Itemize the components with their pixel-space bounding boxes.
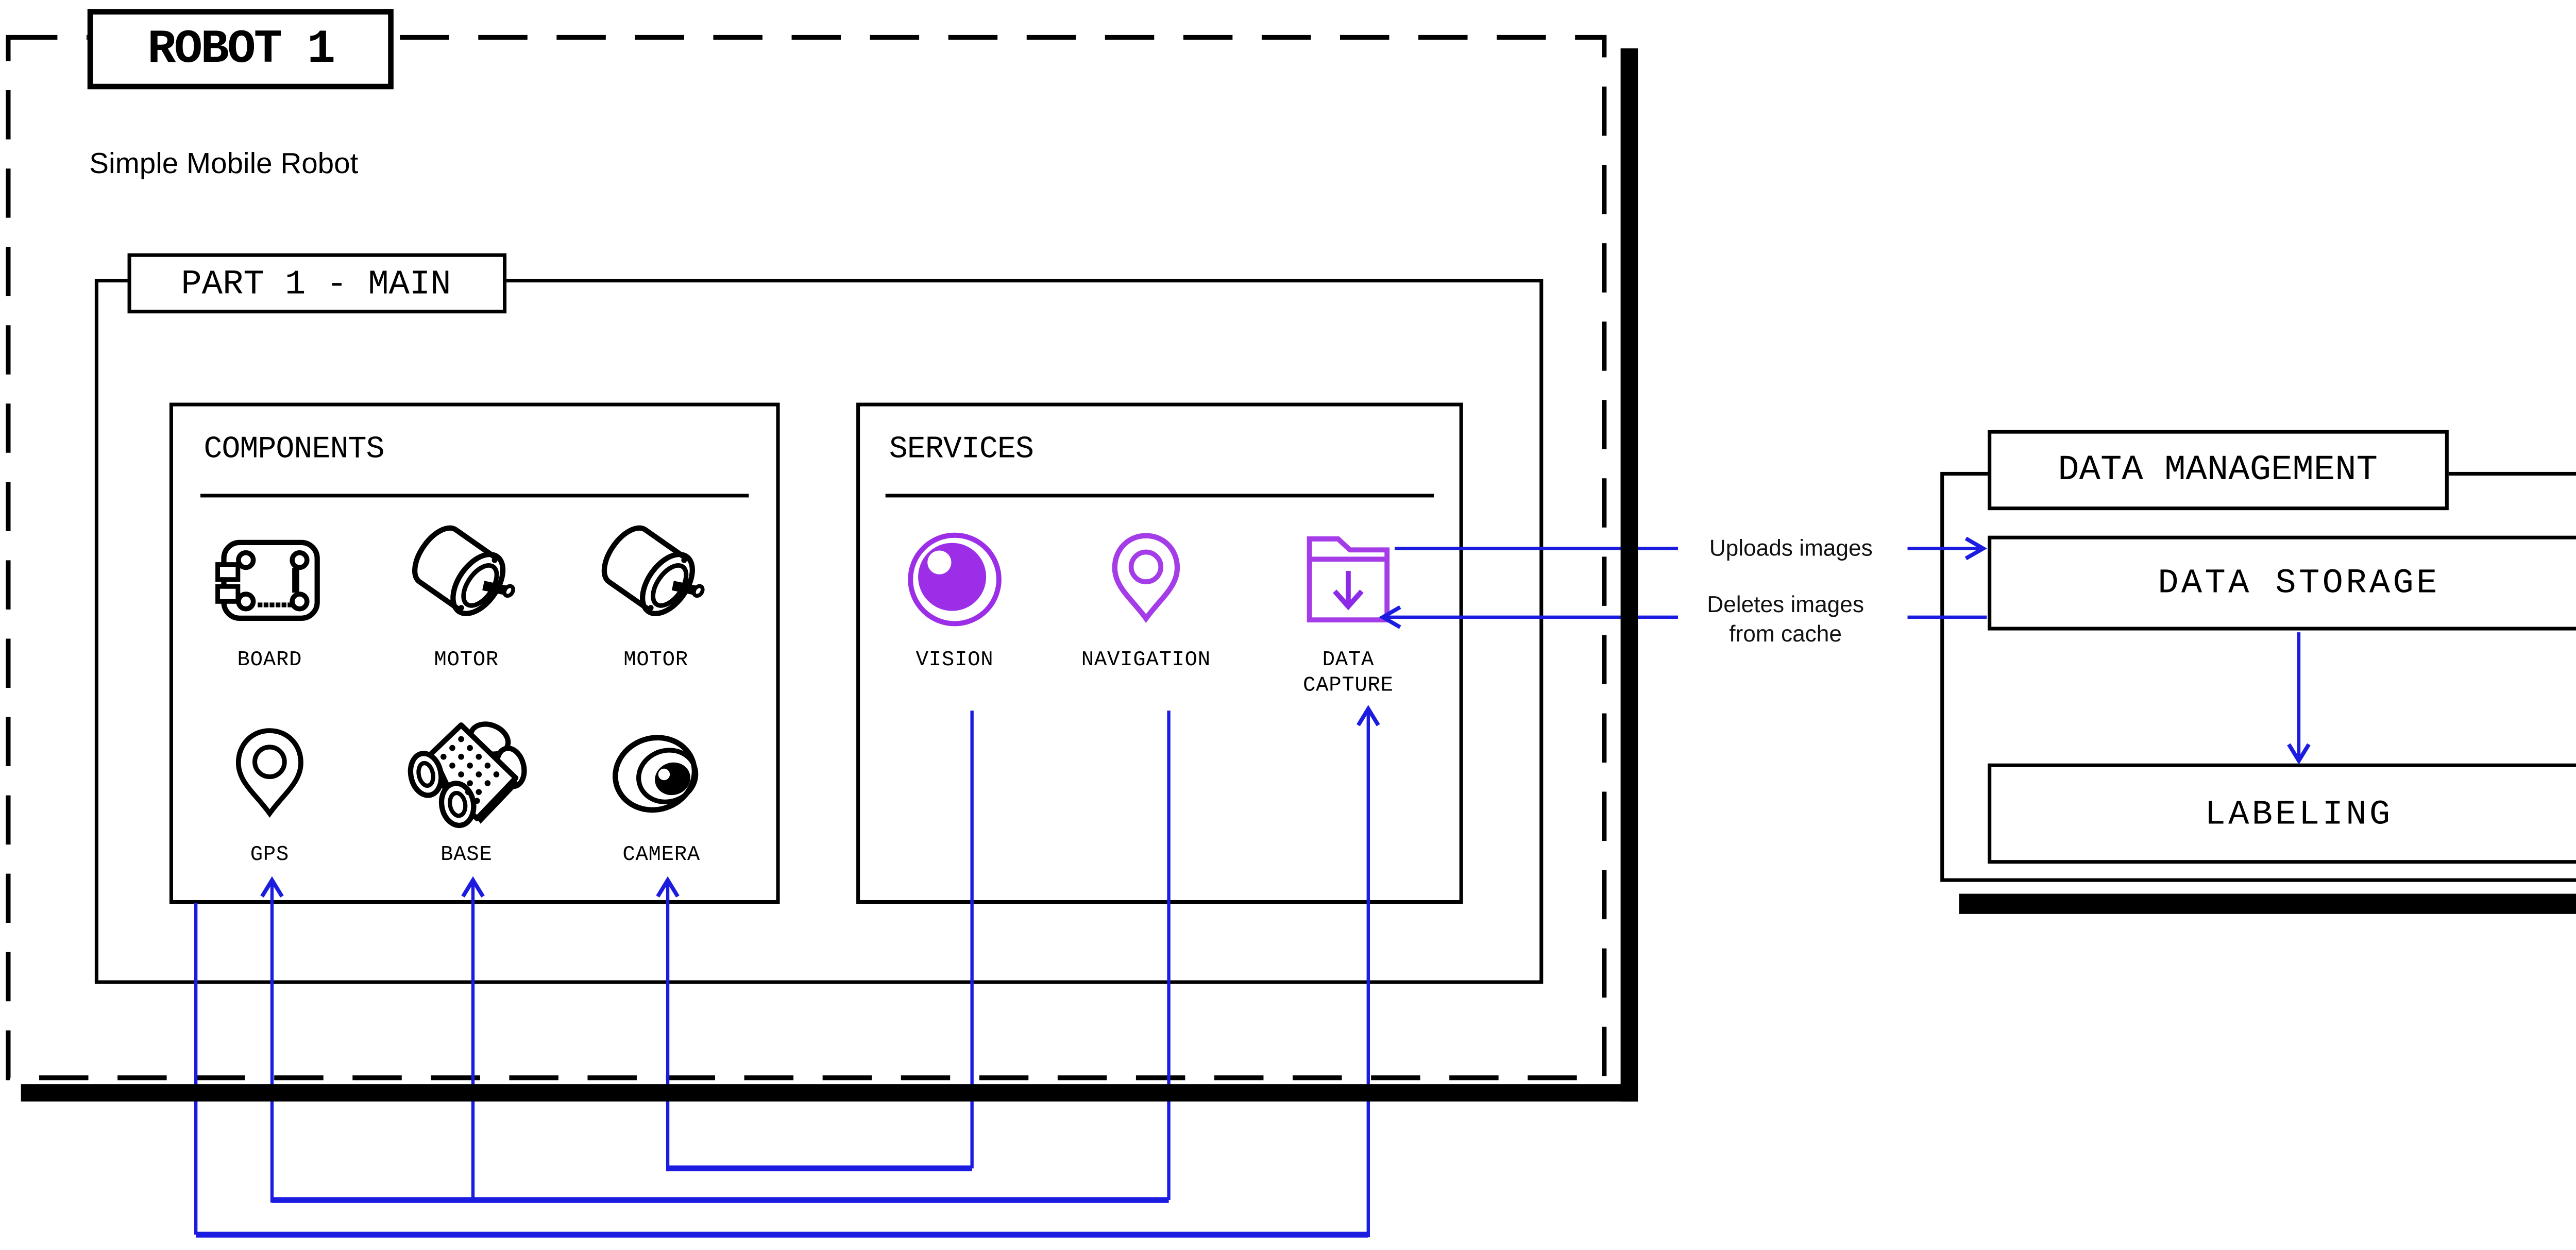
component-item-camera: CAMERA bbox=[561, 711, 761, 900]
deletes-label-line1: Deletes images bbox=[1707, 592, 1864, 618]
data-storage-label: DATA STORAGE bbox=[2158, 562, 2440, 603]
robot-subtitle: Simple Mobile Robot bbox=[89, 149, 359, 181]
service-item-data-capture: DATA CAPTURE bbox=[1248, 516, 1448, 705]
components-title: COMPONENTS bbox=[204, 433, 384, 468]
services-title-rule bbox=[885, 493, 1434, 498]
navigation-pin-icon bbox=[1046, 516, 1246, 644]
motor-icon bbox=[366, 516, 567, 644]
component-item-board: BOARD bbox=[170, 516, 370, 705]
rover-base-icon bbox=[366, 711, 567, 838]
robot-shadow-bottom bbox=[21, 1084, 1638, 1102]
service-label: VISION bbox=[916, 648, 994, 672]
robot-title: ROBOT 1 bbox=[147, 21, 335, 76]
uploads-label: Uploads images bbox=[1709, 534, 1873, 561]
component-item-gps: GPS bbox=[170, 711, 370, 900]
deletes-label: Deletes images from cache bbox=[1662, 592, 1909, 649]
services-title: SERVICES bbox=[889, 433, 1034, 468]
robot-title-tag: ROBOT 1 bbox=[87, 8, 394, 89]
component-label: CAMERA bbox=[622, 843, 701, 868]
robot-shadow-right bbox=[1620, 48, 1638, 1102]
service-item-navigation: NAVIGATION bbox=[1046, 516, 1246, 705]
component-label: BOARD bbox=[237, 648, 302, 672]
data-management-tag: DATA MANAGEMENT bbox=[1987, 429, 2449, 510]
board-icon bbox=[170, 516, 370, 644]
component-item-base: BASE bbox=[366, 711, 567, 900]
vision-eye-icon bbox=[855, 516, 1055, 644]
motor-icon bbox=[556, 516, 756, 644]
data-management-title: DATA MANAGEMENT bbox=[2058, 449, 2378, 489]
labeling-box: LABELING bbox=[1987, 763, 2576, 864]
service-label: NAVIGATION bbox=[1081, 648, 1211, 672]
part-main-title: PART 1 - MAIN bbox=[181, 263, 451, 304]
component-item-motor-2: MOTOR bbox=[556, 516, 756, 705]
part-main-tag: PART 1 - MAIN bbox=[126, 254, 506, 313]
data-storage-box: DATA STORAGE bbox=[1987, 535, 2576, 630]
data-management-shadow-bottom bbox=[1959, 893, 2576, 914]
component-label: MOTOR bbox=[623, 648, 688, 672]
data-capture-folder-icon bbox=[1248, 516, 1448, 644]
components-title-rule bbox=[200, 493, 749, 498]
gps-pin-icon bbox=[170, 711, 370, 838]
service-item-vision: VISION bbox=[855, 516, 1055, 705]
camera-lens-icon bbox=[561, 711, 761, 838]
service-label: DATA CAPTURE bbox=[1302, 648, 1394, 697]
component-label: MOTOR bbox=[434, 648, 499, 672]
component-label: BASE bbox=[440, 843, 493, 868]
labeling-label: LABELING bbox=[2205, 793, 2393, 834]
component-label: GPS bbox=[250, 843, 290, 868]
deletes-label-line2: from cache bbox=[1729, 620, 1842, 646]
component-item-motor-1: MOTOR bbox=[366, 516, 567, 705]
